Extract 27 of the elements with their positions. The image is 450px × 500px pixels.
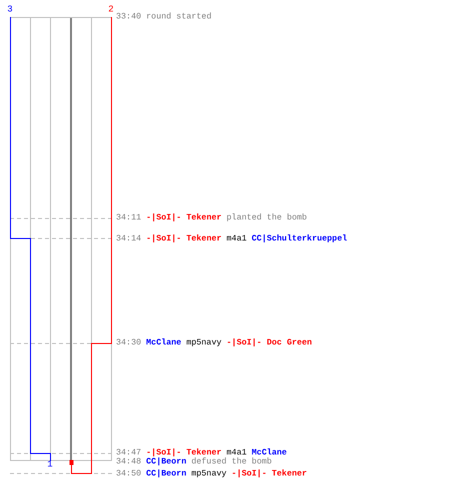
timestamp: 33:40: [116, 12, 142, 22]
player-name: CC|Schulterkrueppel: [252, 234, 348, 244]
timestamp: 34:47: [116, 448, 142, 458]
player-name: -|SoI|- Tekener: [146, 448, 222, 458]
event-text: planted the bomb: [226, 214, 307, 222]
player-name: CC|Beorn: [146, 458, 186, 466]
weapon-name: mp5navy: [186, 338, 222, 348]
weapon-name: mp5navy: [191, 470, 227, 478]
timestamp: 34:50: [116, 470, 142, 478]
event-text: defused the bomb: [191, 458, 272, 466]
player-name: McClane: [146, 338, 182, 348]
team-count: 1: [47, 460, 53, 470]
timestamp: 34:48: [116, 458, 142, 466]
player-name: CC|Beorn: [146, 470, 186, 478]
team-count: 2: [108, 6, 114, 14]
weapon-name: m4a1: [226, 448, 247, 458]
player-name: McClane: [252, 448, 287, 458]
timestamp: 34:11: [116, 214, 142, 222]
player-name: -|SoI|- Doc Green: [226, 338, 312, 348]
timestamp: 34:14: [116, 234, 142, 244]
player-name: -|SoI|- Tekener: [232, 470, 307, 478]
timestamp: 34:30: [116, 338, 142, 348]
event-text: round started: [146, 12, 212, 22]
player-name: -|SoI|- Tekener: [146, 234, 222, 244]
player-name: -|SoI|- Tekener: [146, 214, 222, 222]
team-count: 3: [7, 6, 13, 14]
weapon-name: m4a1: [226, 234, 247, 244]
